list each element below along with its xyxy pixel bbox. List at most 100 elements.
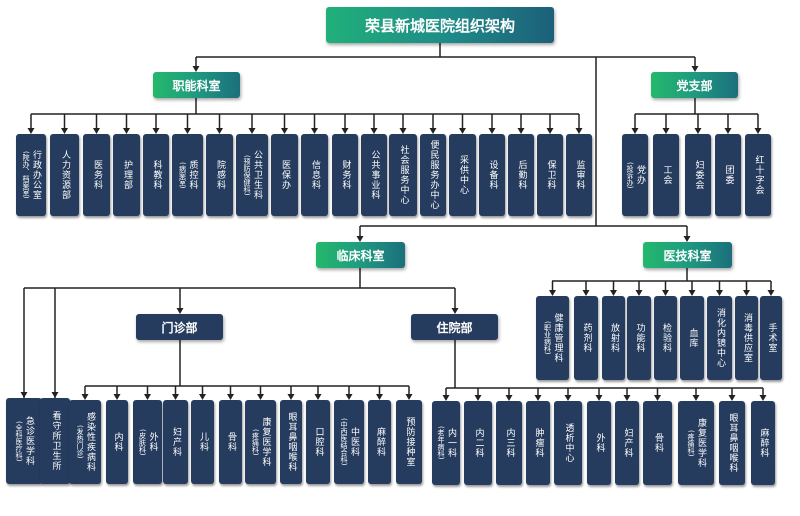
connector-arrow [688,290,696,296]
org-chart-title: 荣县新城医院组织架构 [326,7,554,43]
dept-name: 消毒供应室 [742,313,752,363]
functional-dept-box: 设备科 [479,134,505,216]
dept-subtitle: (皮肤科) [138,428,147,456]
dept-name: 人力资源部 [60,150,70,200]
connector-arrow [314,394,322,400]
dept-name: 看守所卫生所 [50,411,61,471]
connector-arrow [144,394,151,400]
connector-arrow [505,395,513,401]
connector-arrow [248,128,256,134]
outpatient-dept-box: 骨科 [219,400,242,484]
inpatient-dept-box: 内一科(老年病科) [432,401,460,485]
outpatient-dept-box: 口腔科 [306,400,330,484]
connector-arrow [356,236,364,242]
connector-arrow [683,236,691,242]
dept-name: 妇产科 [622,428,633,458]
functional-dept-box: 保卫科 [537,134,563,216]
outpatient-department-header: 门诊部 [136,314,223,340]
dept-name: 内二科 [473,428,484,458]
dept-name: 团委 [723,165,734,185]
dept-name: 社会服务中心 [398,145,409,205]
dept-name: 内科 [112,432,123,452]
functional-dept-box: 科教科 [143,134,169,216]
connector-arrow [654,395,661,401]
outpatient-dept-box: 儿科 [191,400,214,484]
connector-arrow [759,395,767,401]
dept-name: 药剂科 [581,323,592,353]
outpatient-dept-box: 外科(皮肤科) [133,400,162,484]
connector-arrow [575,128,583,134]
functional-dept-box: 公共事业科 [361,134,387,216]
dept-subtitle: (老年病科) [437,426,445,460]
inpatient-dept-box: 外科 [587,401,611,485]
connector-arrow [692,395,700,401]
functional-dept-box: 公共卫生科(预防保健科) [236,134,268,216]
connector-arrow [123,128,130,134]
dept-subtitle: (病案室) [178,161,187,189]
outpatient-dept-box: 预防接种室 [396,400,422,484]
connector-arrow [429,128,437,134]
dept-subtitle: (疼痛科) [251,428,260,456]
functional-dept-box: 行政办公室(院办、档案室) [16,134,46,216]
dept-name: 党办 [635,165,645,185]
dept-name: 红十字会 [753,155,764,195]
connector-arrow [564,395,572,401]
functional-dept-box: 人力资源部 [50,134,79,216]
connector-arrow [662,128,670,134]
functional-dept-box: 医务科 [83,134,110,216]
dept-name: 血库 [687,328,698,348]
connector-arrow [442,395,450,401]
connector-arrow [767,290,775,296]
dept-name: 护理部 [122,160,132,190]
connector-arrow [623,395,631,401]
connector-arrow [61,128,68,134]
dept-subtitle: (职业病科) [543,321,552,355]
outpatient-dept-box: 妇产科 [163,400,188,484]
dept-name: 麻醉科 [758,428,769,458]
dept-name: 监审科 [574,160,585,190]
functional-dept-box: 采供中心 [449,134,476,216]
dept-subtitle: (全科医疗科) [15,420,23,462]
dept-name: 麻醉科 [375,427,385,457]
dept-name: 骨科 [226,432,236,452]
connector-arrow [370,128,378,134]
medtech-dept-box: 消毒供应室 [735,296,758,380]
dept-name: 急诊医学科 [24,416,34,466]
connector-arrow [20,392,28,398]
inpatient-dept-box: 麻醉科 [751,401,775,485]
party-dept-box: 工会 [653,134,679,216]
dept-name: 眼耳鼻咽喉科 [286,412,297,472]
dept-subtitle: (预防保健科) [243,154,251,196]
dept-name: 健康管理科 [552,313,563,363]
outpatient-dept-box: 康复医学科(疼痛科) [245,400,276,484]
dept-name: 采供中心 [458,155,468,195]
connector-arrow [192,66,200,72]
dept-name: 功能科 [634,323,645,353]
connector-arrow [582,290,590,296]
connector-arrow [754,128,762,134]
dept-name: 放射科 [609,323,619,353]
connector-arrow [113,394,121,400]
connector-arrow [474,395,482,401]
connector-arrow [724,128,732,134]
dept-name: 信息科 [310,160,320,190]
party-branch-header: 党支部 [651,72,738,98]
medtech-departments-header: 医技科室 [643,242,732,268]
functional-dept-box: 护理部 [113,134,140,216]
dept-name: 财务科 [340,160,351,190]
connector-arrow [257,394,264,400]
dept-name: 肿瘤科 [533,428,544,458]
dept-name: 质控科 [187,160,198,190]
connector-arrow [631,128,639,134]
dept-name: 内一科 [446,428,456,458]
clinical-direct-dept-box: 急诊医学科(全科医疗科) [6,398,42,484]
dept-name: 消化内镜中心 [715,308,725,368]
dept-name: 保卫科 [545,160,556,190]
dept-name: 医保办 [280,160,290,190]
dept-subtitle: (发热门诊) [76,425,84,459]
connector-arrow [176,308,184,314]
connector-arrow [546,128,554,134]
connector-arrow [549,290,556,296]
dept-name: 外科 [147,432,158,452]
connector-arrow [287,394,295,400]
